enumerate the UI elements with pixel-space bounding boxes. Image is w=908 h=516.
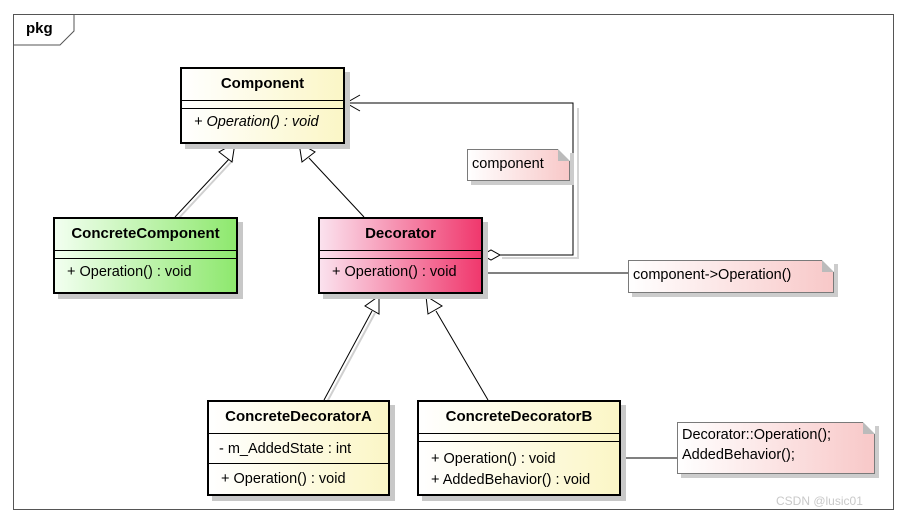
generalization-arrowhead [298, 142, 316, 163]
package-label: pkg [26, 20, 53, 37]
operations-section: + Operation() : void [320, 259, 481, 280]
attributes-section [55, 251, 236, 259]
class-name: Component [182, 69, 343, 101]
note-text: Decorator::Operation(); AddedBehavior(); [678, 423, 874, 467]
class-decorator[interactable]: Decorator + Operation() : void [318, 217, 483, 294]
generalization-arrowhead [218, 142, 236, 163]
note-decoratorb-operation[interactable]: Decorator::Operation(); AddedBehavior(); [677, 422, 875, 474]
class-name: ConcreteDecoratorB [419, 402, 619, 434]
class-name: Decorator [320, 219, 481, 251]
attribute: - m_AddedState : int [219, 441, 352, 457]
operation: + Operation() : void [67, 264, 192, 280]
attributes-section [320, 251, 481, 259]
class-concretecomponent[interactable]: ConcreteComponent + Operation() : void [53, 217, 238, 294]
operation: + Operation() : void [431, 451, 556, 467]
package-tab [13, 14, 75, 46]
generalization-decoratorb-line [435, 310, 489, 401]
operations-section: + Operation() : void + AddedBehavior() :… [419, 442, 619, 491]
operation: + Operation() : void [332, 264, 457, 280]
operations-section: + Operation() : void [182, 109, 343, 130]
association-arrowhead [344, 94, 361, 112]
operations-section: + Operation() : void [209, 464, 388, 494]
class-concretedecoratora[interactable]: ConcreteDecoratorA - m_AddedState : int … [207, 400, 390, 496]
class-name: ConcreteComponent [55, 219, 236, 251]
class-name: ConcreteDecoratorA [209, 402, 388, 434]
note-fold-icon [863, 422, 875, 434]
note-line: AddedBehavior(); [682, 447, 795, 463]
operation: + Operation() : void [221, 471, 346, 487]
aggregation-line [346, 102, 574, 256]
note-line: Decorator::Operation(); [682, 427, 832, 443]
note-fold-icon [822, 260, 834, 272]
generalization-decoratora-line [323, 310, 373, 401]
generalization-concretecomponent-line [174, 157, 231, 218]
operation: + AddedBehavior() : void [431, 472, 591, 488]
operations-section: + Operation() : void [55, 259, 236, 280]
note-decorator-operation[interactable]: component->Operation() [628, 260, 834, 293]
aggregation-diamond [480, 249, 502, 261]
class-component[interactable]: Component + Operation() : void [180, 67, 345, 144]
package-frame [13, 14, 894, 510]
note-component[interactable]: component [467, 149, 570, 181]
note-text: component [472, 156, 544, 172]
attributes-section: - m_AddedState : int [209, 434, 388, 464]
attributes-section [182, 101, 343, 109]
watermark: CSDN @lusic01 [776, 494, 863, 508]
attributes-section [419, 434, 619, 442]
note-fold-icon [558, 149, 570, 161]
generalization-arrowhead [425, 295, 443, 315]
generalization-arrowhead [364, 295, 380, 315]
generalization-decorator-line [308, 157, 365, 218]
operation: + Operation() : void [194, 114, 319, 130]
class-concretedecoratorb[interactable]: ConcreteDecoratorB + Operation() : void … [417, 400, 621, 496]
note-text: component->Operation() [633, 267, 792, 283]
